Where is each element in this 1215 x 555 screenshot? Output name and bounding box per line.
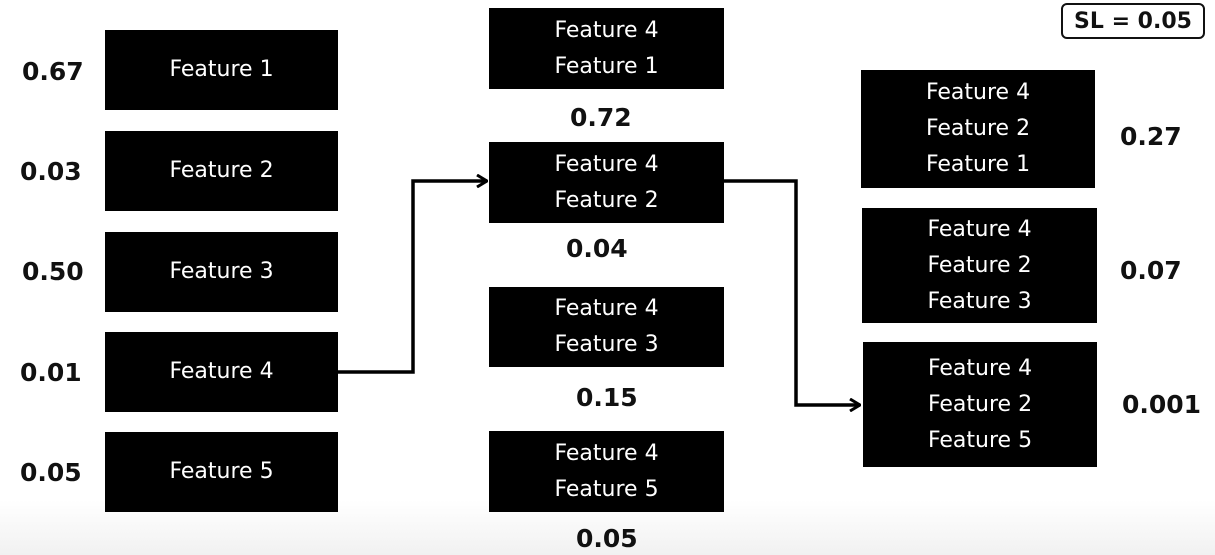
p-value: 0.05 (20, 458, 82, 487)
feature-box: Feature 5 (105, 432, 338, 512)
feature-label: Feature 2 (554, 187, 659, 213)
p-value: 0.001 (1122, 390, 1202, 419)
feature-label: Feature 2 (927, 391, 1033, 417)
feature-label: Feature 2 (927, 252, 1032, 278)
feature-label: Feature 4 (554, 151, 659, 177)
feature-box: Feature 4 Feature 3 (489, 287, 724, 367)
feature-box: Feature 4 (105, 332, 338, 412)
feature-label: Feature 3 (927, 288, 1032, 314)
feature-label: Feature 1 (169, 57, 274, 82)
p-value: 0.72 (570, 103, 632, 132)
feature-label: Feature 4 (554, 296, 659, 321)
feature-label: Feature 4 (927, 216, 1032, 242)
feature-box: Feature 3 (105, 232, 338, 312)
feature-label: Feature 4 (925, 80, 1031, 105)
p-value: 0.27 (1120, 122, 1182, 151)
p-value: 0.07 (1120, 256, 1182, 285)
feature-box: Feature 4 Feature 1 (489, 8, 724, 89)
feature-label: Feature 4 (554, 440, 659, 466)
p-value: 0.05 (576, 524, 638, 553)
p-value: 0.15 (576, 383, 638, 412)
p-value: 0.03 (20, 157, 82, 186)
feature-label: Feature 3 (169, 259, 274, 284)
p-value: 0.67 (22, 57, 84, 86)
feature-label: Feature 1 (554, 53, 659, 79)
feature-label: Feature 5 (554, 476, 659, 502)
feature-label: Feature 5 (927, 427, 1033, 453)
feature-box: Feature 2 (105, 131, 338, 211)
selection-arrow (724, 179, 860, 405)
feature-label: Feature 2 (925, 116, 1031, 141)
feature-label: Feature 4 (169, 359, 274, 384)
feature-label: Feature 2 (169, 158, 274, 183)
p-value: 0.04 (566, 234, 628, 263)
feature-box: Feature 4 Feature 2 Feature 1 (861, 70, 1095, 188)
p-value: 0.01 (20, 358, 82, 387)
feature-label: Feature 4 (554, 17, 659, 43)
feature-label: Feature 4 (927, 355, 1033, 381)
feature-box: Feature 4 Feature 2 (489, 142, 724, 223)
feature-box: Feature 4 Feature 2 Feature 3 (862, 208, 1097, 323)
selection-arrow (338, 181, 487, 374)
feature-label: Feature 3 (554, 332, 659, 357)
feature-label: Feature 5 (169, 459, 274, 484)
feature-box: Feature 1 (105, 30, 338, 110)
feature-box: Feature 4 Feature 5 (489, 431, 724, 512)
significance-level-badge: SL = 0.05 (1061, 3, 1205, 39)
feature-label: Feature 1 (925, 152, 1031, 177)
feature-box: Feature 4 Feature 2 Feature 5 (863, 342, 1097, 467)
p-value: 0.50 (22, 257, 84, 286)
